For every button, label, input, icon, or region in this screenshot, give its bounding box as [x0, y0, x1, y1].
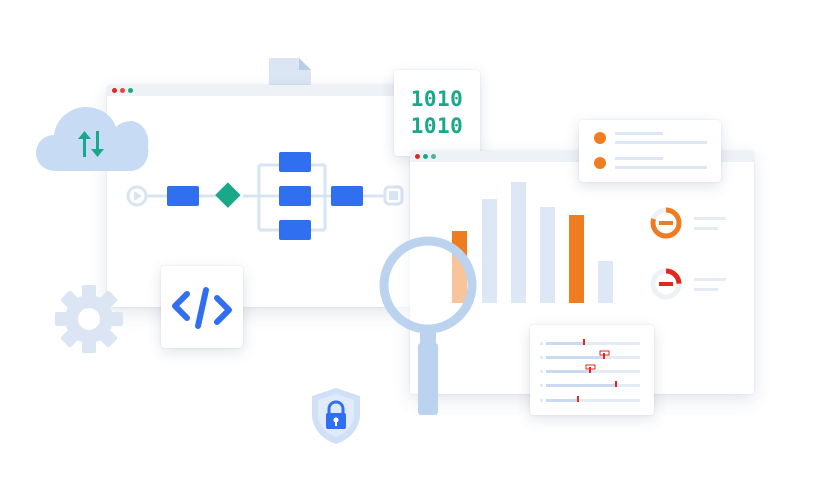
chart-bar	[569, 215, 584, 303]
list-bullet	[594, 157, 606, 169]
code-icon	[172, 287, 232, 329]
window-minimize-dot[interactable]	[423, 154, 428, 159]
magnifier-icon	[376, 233, 486, 417]
flow-step	[279, 186, 311, 206]
workflow-window	[107, 85, 412, 307]
window-minimize-dot[interactable]	[120, 88, 125, 93]
list-bullet	[594, 132, 606, 144]
binary-line-2: 1010	[410, 114, 464, 138]
flow-decision	[215, 182, 241, 208]
flow-step	[331, 186, 363, 206]
document-icon	[267, 56, 313, 90]
bar-chart-graphic	[452, 182, 726, 303]
binary-line-1: 1010	[410, 87, 464, 111]
window-maximize-dot[interactable]	[431, 154, 436, 159]
window-close-dot[interactable]	[112, 88, 117, 93]
flow-step	[279, 152, 311, 172]
code-card	[161, 266, 243, 348]
timeline-card	[530, 325, 654, 415]
chart-bar	[511, 182, 526, 303]
flow-step	[167, 186, 199, 206]
gear-icon	[53, 283, 125, 355]
window-titlebar	[107, 85, 412, 96]
donut-gauge-orange	[650, 207, 682, 239]
list-card	[579, 120, 721, 182]
shield-lock-icon	[310, 386, 362, 446]
window-maximize-dot[interactable]	[128, 88, 133, 93]
workflow-diagram	[126, 152, 404, 240]
chart-bar	[598, 261, 613, 303]
donut-gauge-red	[650, 268, 682, 300]
chart-bar	[540, 207, 555, 303]
flow-step	[279, 220, 311, 240]
binary-card: 1010 1010	[394, 70, 480, 156]
chart-bar	[482, 199, 497, 303]
cloud-sync-icon	[36, 101, 150, 173]
window-close-dot[interactable]	[415, 154, 420, 159]
